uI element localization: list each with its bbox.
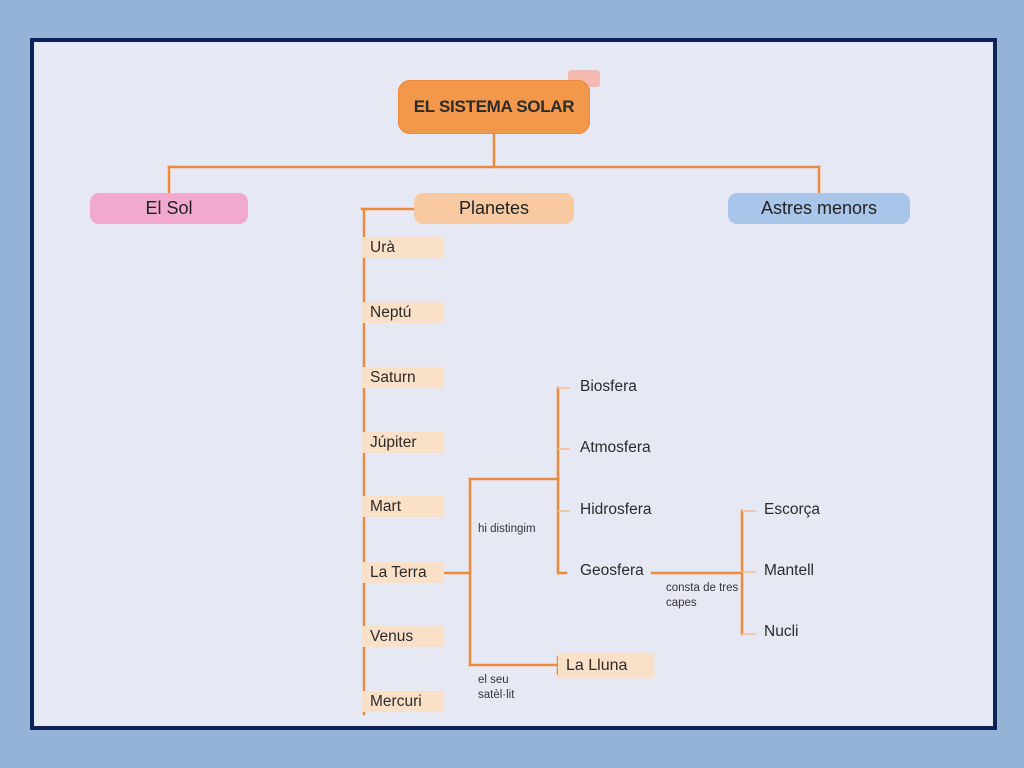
connector-lines: [167, 132, 821, 716]
planet-node: Saturn: [362, 367, 444, 388]
sphere-node-geosfera: Geosfera: [580, 562, 644, 579]
relation-label-satellit: el seu satèl·lit: [478, 674, 515, 701]
layer-node: Nucli: [764, 623, 799, 640]
planet-node: Júpiter: [362, 432, 444, 453]
category-astres-menors: Astres menors: [728, 193, 910, 224]
planet-node: Venus: [362, 626, 444, 647]
layer-node: Escorça: [764, 501, 820, 518]
planet-node: Mart: [362, 496, 444, 517]
planet-node: Urà: [362, 237, 444, 258]
moon-node: La Lluna: [558, 653, 654, 678]
sphere-node: Atmosfera: [580, 439, 651, 456]
sphere-node: Biosfera: [580, 378, 637, 395]
planet-node: Mercuri: [362, 691, 444, 712]
layer-node: Mantell: [764, 562, 814, 579]
relation-label-consta: consta de tres capes: [666, 582, 739, 609]
planet-node: Neptú: [362, 302, 444, 323]
category-planetes: Planetes: [414, 193, 574, 224]
sphere-node: Hidrosfera: [580, 501, 652, 518]
planet-node-la-terra: La Terra: [362, 562, 444, 583]
root-node: EL SISTEMA SOLAR: [398, 80, 590, 134]
diagram-frame: EL SISTEMA SOLAR El Sol Planetes Astres …: [30, 38, 997, 730]
relation-label-hi-distingim: hi distingim: [478, 523, 536, 535]
category-el-sol: El Sol: [90, 193, 248, 224]
